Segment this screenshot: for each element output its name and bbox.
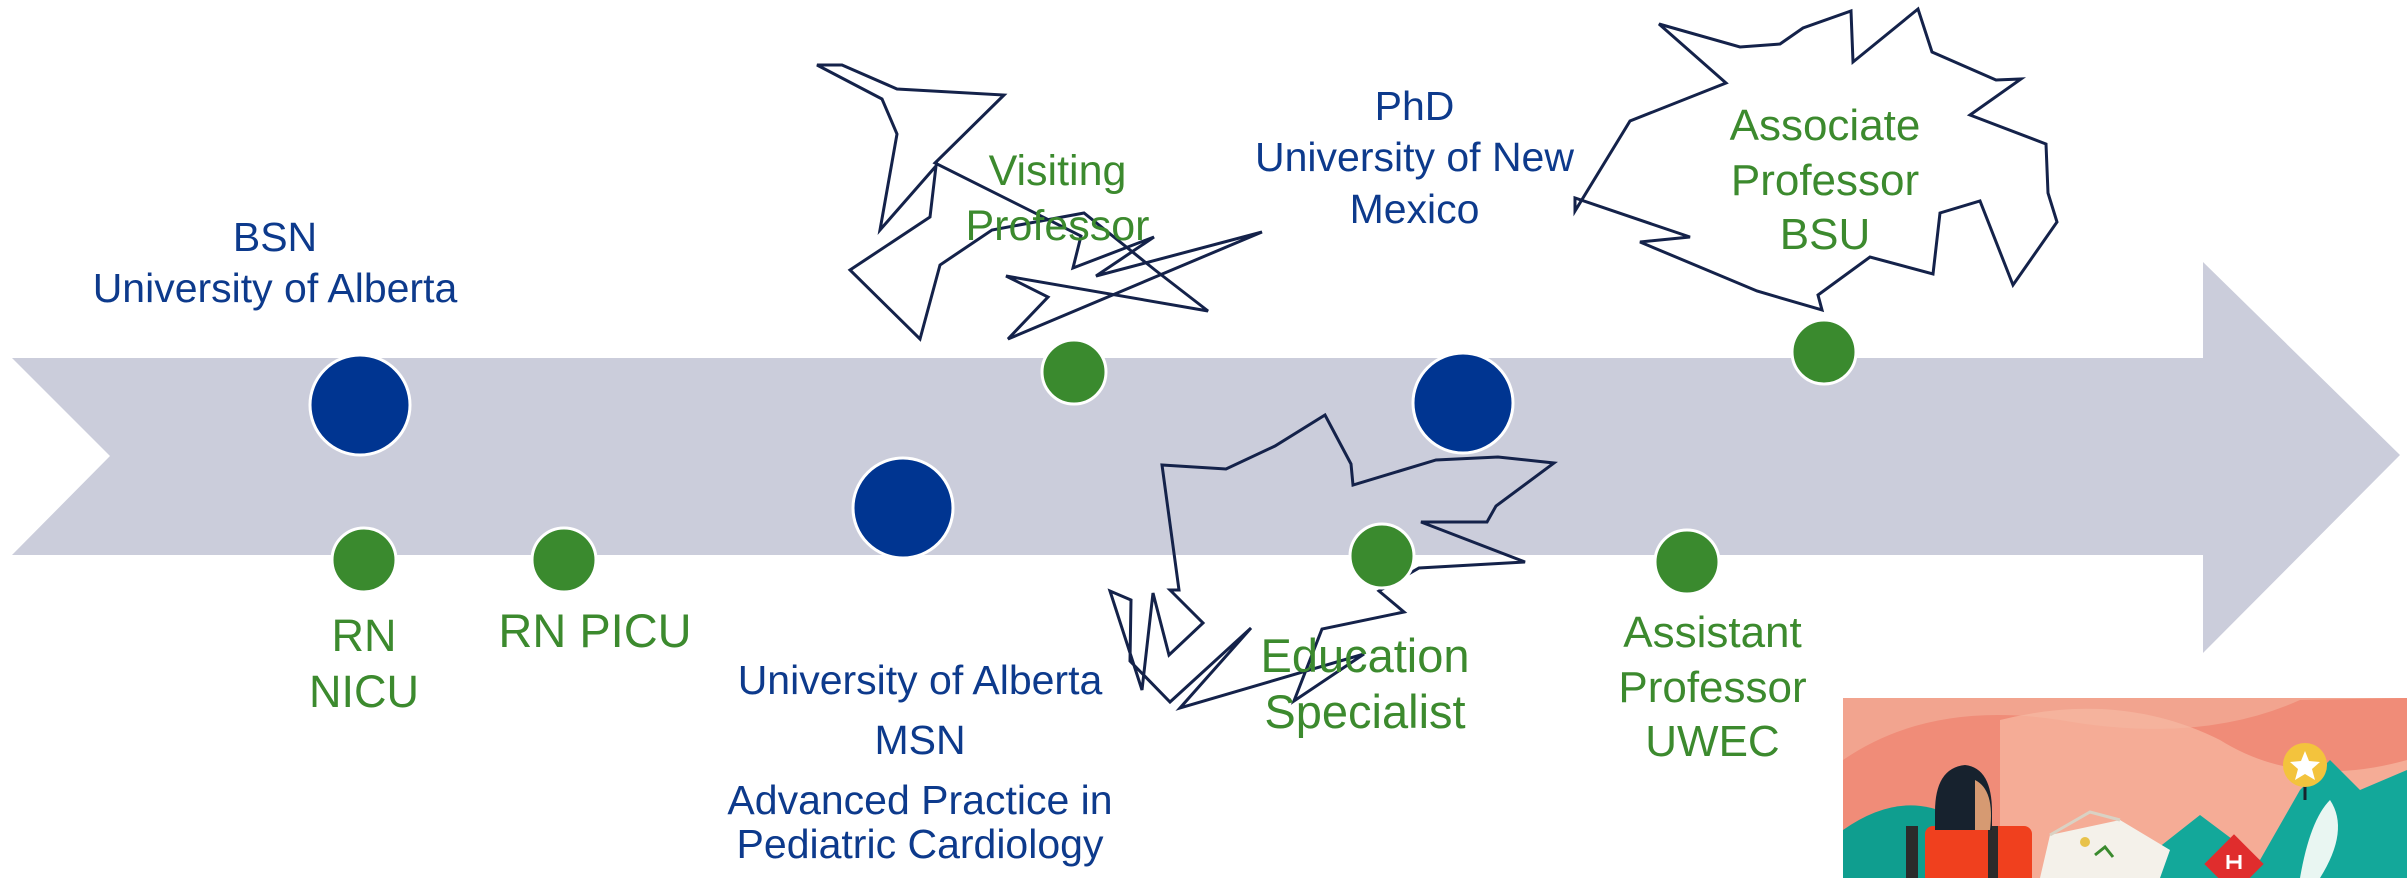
visiting-professor-text-1: Visiting <box>988 147 1127 195</box>
education-specialist-text-2: Specialist <box>1264 685 1466 739</box>
visiting-professor-label: Visiting Professor <box>925 144 1190 254</box>
phd-label: PhD University of New Mexico <box>1232 81 1597 235</box>
education-specialist-text-1: Education <box>1260 629 1470 682</box>
associate-professor-text-3: BSU <box>1779 210 1871 260</box>
msn-specialty-text-1: Advanced Practice in <box>727 777 1113 823</box>
timeline-arrow <box>12 262 2400 653</box>
phd-school-text-2: Mexico <box>1349 185 1480 232</box>
bsn-label: BSN University of Alberta <box>60 212 490 315</box>
msn-specialty-text-2: Pediatric Cardiology <box>736 821 1104 867</box>
msn-marker <box>851 456 955 560</box>
assistant-professor-label: Assistant Professor UWEC <box>1580 606 1845 770</box>
msn-school-text: University of Alberta <box>737 657 1103 703</box>
hiker-map-mountain-illustration <box>1843 698 2407 878</box>
education-specialist-marker <box>1348 522 1416 590</box>
starburst-associate-professor <box>1573 6 2059 313</box>
visiting-professor-marker <box>1040 338 1108 406</box>
rn-picu-text: RN PICU <box>498 604 692 657</box>
associate-professor-text-1: Associate <box>1729 101 1921 150</box>
assistant-professor-text-3: UWEC <box>1645 717 1780 767</box>
assistant-professor-text-2: Professor <box>1618 662 1807 712</box>
rn-nicu-unit-text: NICU <box>309 665 419 717</box>
rn-nicu-title-text: RN <box>331 610 397 661</box>
rn-picu-marker <box>530 526 598 594</box>
assistant-professor-text-1: Assistant <box>1623 608 1802 657</box>
associate-professor-marker <box>1790 318 1858 386</box>
assistant-professor-marker <box>1653 528 1721 596</box>
phd-degree-text: PhD <box>1374 83 1455 129</box>
associate-professor-label: Associate Professor BSU <box>1690 99 1960 263</box>
msn-degree-text: MSN <box>874 717 966 763</box>
msn-label: University of Alberta MSN Advanced Pract… <box>700 660 1140 865</box>
phd-school-text-1: University of New <box>1255 134 1574 181</box>
rn-picu-label: RN PICU <box>460 602 730 661</box>
phd-marker <box>1411 351 1515 455</box>
bsn-degree-text: BSN <box>232 214 318 260</box>
bsn-school-text: University of Alberta <box>92 265 458 312</box>
starburst-visiting-professor <box>816 63 1263 342</box>
visiting-professor-text-2: Professor <box>965 202 1150 251</box>
bsn-marker <box>308 353 412 457</box>
education-specialist-label: Education Specialist <box>1215 628 1515 741</box>
rn-nicu-marker <box>330 526 398 594</box>
associate-professor-text-2: Professor <box>1730 155 1920 205</box>
rn-nicu-label: RN NICU <box>264 608 464 720</box>
